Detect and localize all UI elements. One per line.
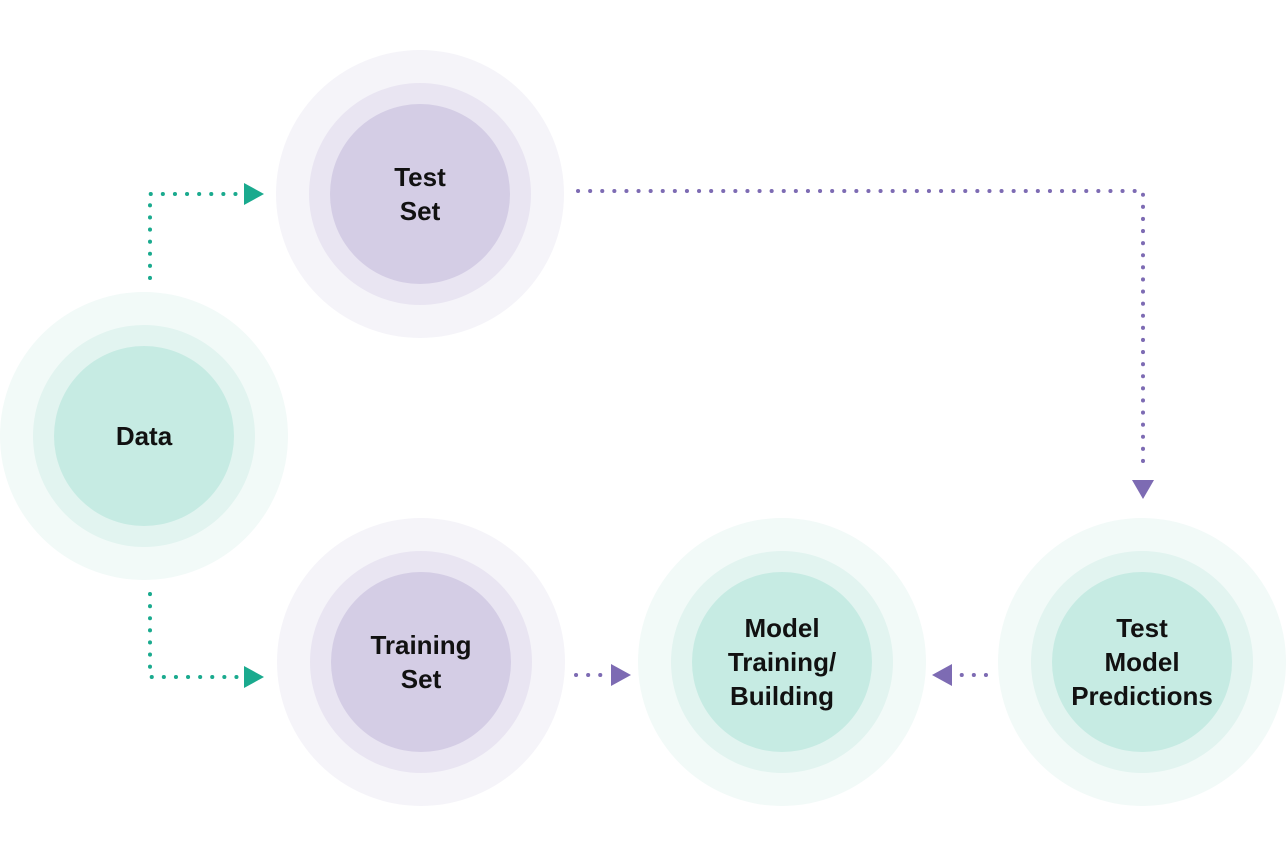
test-set-node: Test Set	[276, 50, 564, 338]
training-set-node: Training Set	[277, 518, 565, 806]
data-node-label: Data	[115, 421, 173, 451]
arrow-test-set-to-predictions	[576, 189, 1145, 472]
arrow-data-to-training-set	[148, 592, 242, 679]
arrowhead-model-from-predictions	[932, 664, 952, 686]
test-set-node-inner-ring	[330, 104, 510, 284]
arrowhead-predictions	[1132, 480, 1154, 499]
test-predictions-node: Test Model Predictions	[998, 518, 1286, 806]
test-predictions-node-label: Test Model Predictions	[1071, 613, 1213, 711]
model-training-node-inner-ring	[692, 572, 872, 752]
data-node-inner-ring	[54, 346, 234, 526]
test-set-node-label: Test Set	[394, 162, 446, 226]
data-node: Data	[0, 292, 288, 580]
training-set-node-label: Training Set	[370, 630, 472, 694]
arrowhead-model-from-training	[611, 664, 631, 686]
model-training-node-label: Model Training/ Building	[727, 613, 837, 711]
arrow-data-to-test-set	[148, 192, 242, 280]
test-predictions-node-inner-ring	[1052, 572, 1232, 752]
model-training-node: Model Training/ Building	[638, 518, 926, 806]
arrowhead-test-set	[244, 183, 264, 205]
arrowhead-training-set	[244, 666, 264, 688]
training-set-node-inner-ring	[331, 572, 511, 752]
